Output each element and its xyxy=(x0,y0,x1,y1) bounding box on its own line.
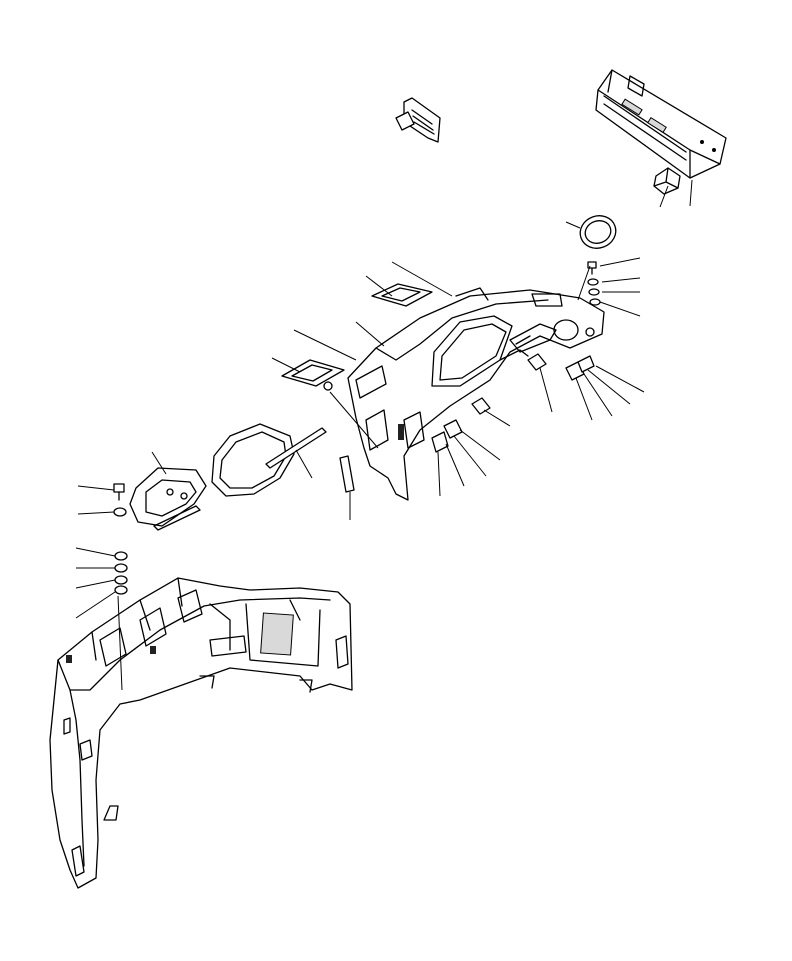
dashboard-panel xyxy=(347,287,605,501)
knob xyxy=(323,381,333,391)
seal-strip xyxy=(339,455,355,493)
radio-head-unit xyxy=(595,69,727,179)
fastener-stack-right xyxy=(587,261,601,306)
vent-grille-upper xyxy=(371,283,433,307)
bolt-left xyxy=(113,483,127,517)
radio-clip xyxy=(653,167,681,195)
trim-strip xyxy=(265,427,327,469)
washer-stack xyxy=(114,551,128,595)
air-vent-small xyxy=(395,97,441,143)
instrument-cluster-bezel xyxy=(211,423,295,497)
lower-dash-frame xyxy=(49,577,353,889)
leader-lines xyxy=(75,179,693,691)
vent-grille-left xyxy=(281,359,345,387)
bracket xyxy=(129,467,207,531)
speaker-ring xyxy=(579,215,617,249)
